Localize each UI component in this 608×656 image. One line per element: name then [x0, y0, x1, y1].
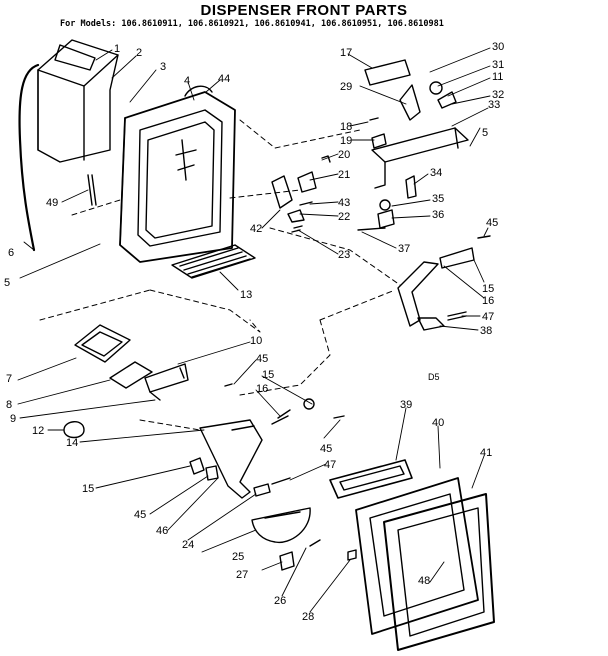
callout-45: 45 [486, 217, 498, 229]
part-drip-grille [171, 244, 256, 279]
callout-6: 6 [8, 247, 14, 259]
part-dispenser-frame [119, 85, 236, 263]
callout-19: 19 [340, 135, 352, 147]
callout-26: 26 [274, 595, 286, 607]
callout-38: 38 [480, 325, 492, 337]
callout-36: 36 [432, 209, 444, 221]
part-trim-frames [329, 459, 495, 651]
callout-8: 8 [6, 399, 12, 411]
callout-1: 1 [114, 43, 120, 55]
callout-31: 31 [492, 59, 504, 71]
callout-5: 5 [482, 127, 488, 139]
part-housing-box [37, 39, 119, 163]
callout-16: 16 [482, 295, 494, 307]
callout-41: 41 [480, 447, 492, 459]
callout-33: 33 [488, 99, 500, 111]
callout-22: 22 [338, 211, 350, 223]
callout-23: 23 [338, 249, 350, 261]
callout-43: 43 [338, 197, 350, 209]
callout-5: 5 [4, 277, 10, 289]
callout-24: 24 [182, 539, 194, 551]
callout-15: 15 [82, 483, 94, 495]
part-lever-right [397, 235, 491, 331]
callout-37: 37 [398, 243, 410, 255]
callout-18: 18 [340, 121, 352, 133]
callout-34: 34 [430, 167, 442, 179]
callout-16: 16 [256, 383, 268, 395]
diagram-title: DISPENSER FRONT PARTS [200, 2, 408, 19]
callout-14: 14 [66, 437, 78, 449]
connector-lines [39, 119, 401, 431]
callout-44: 44 [218, 73, 230, 85]
callout-40: 40 [432, 417, 444, 429]
callout-28: 28 [302, 611, 314, 623]
model-list: For Models: 106.8610911, 106.8610921, 10… [60, 19, 444, 29]
part-water-tube [18, 63, 40, 252]
diagram-code: D5 [428, 372, 440, 382]
callout-21: 21 [338, 169, 350, 181]
callout-27: 27 [236, 569, 248, 581]
callout-39: 39 [400, 399, 412, 411]
callout-46: 46 [156, 525, 168, 537]
callout-29: 29 [340, 81, 352, 93]
callout-25: 25 [232, 551, 244, 563]
callout-45: 45 [134, 509, 146, 521]
callout-48: 48 [418, 575, 430, 587]
part-rod [87, 174, 97, 206]
callout-45: 45 [256, 353, 268, 365]
callout-32: 32 [492, 89, 504, 101]
callout-3: 3 [160, 61, 166, 73]
callout-45: 45 [320, 443, 332, 455]
callout-49: 49 [46, 197, 58, 209]
leader-lines [17, 47, 491, 613]
part-actuator-assembly [364, 59, 469, 189]
callout-13: 13 [240, 289, 252, 301]
callout-11: 11 [492, 71, 503, 83]
part-small-fasteners [279, 539, 357, 571]
part-solenoid-parts [357, 175, 417, 231]
callout-47: 47 [324, 459, 336, 471]
callout-4: 4 [184, 75, 190, 87]
callout-7: 7 [6, 373, 12, 385]
callout-20: 20 [338, 149, 350, 161]
callout-42: 42 [250, 223, 262, 235]
part-drip-cup [251, 507, 311, 544]
callout-12: 12 [32, 425, 44, 437]
part-switch-hardware [271, 117, 387, 233]
callout-47: 47 [482, 311, 494, 323]
callout-17: 17 [340, 47, 352, 59]
callout-10: 10 [250, 335, 262, 347]
part-gasket-and-bracket [63, 324, 233, 439]
callout-15: 15 [482, 283, 494, 295]
callout-2: 2 [136, 47, 142, 59]
callout-30: 30 [492, 41, 504, 53]
callout-15: 15 [262, 369, 274, 381]
callout-35: 35 [432, 193, 444, 205]
callout-9: 9 [10, 413, 16, 425]
